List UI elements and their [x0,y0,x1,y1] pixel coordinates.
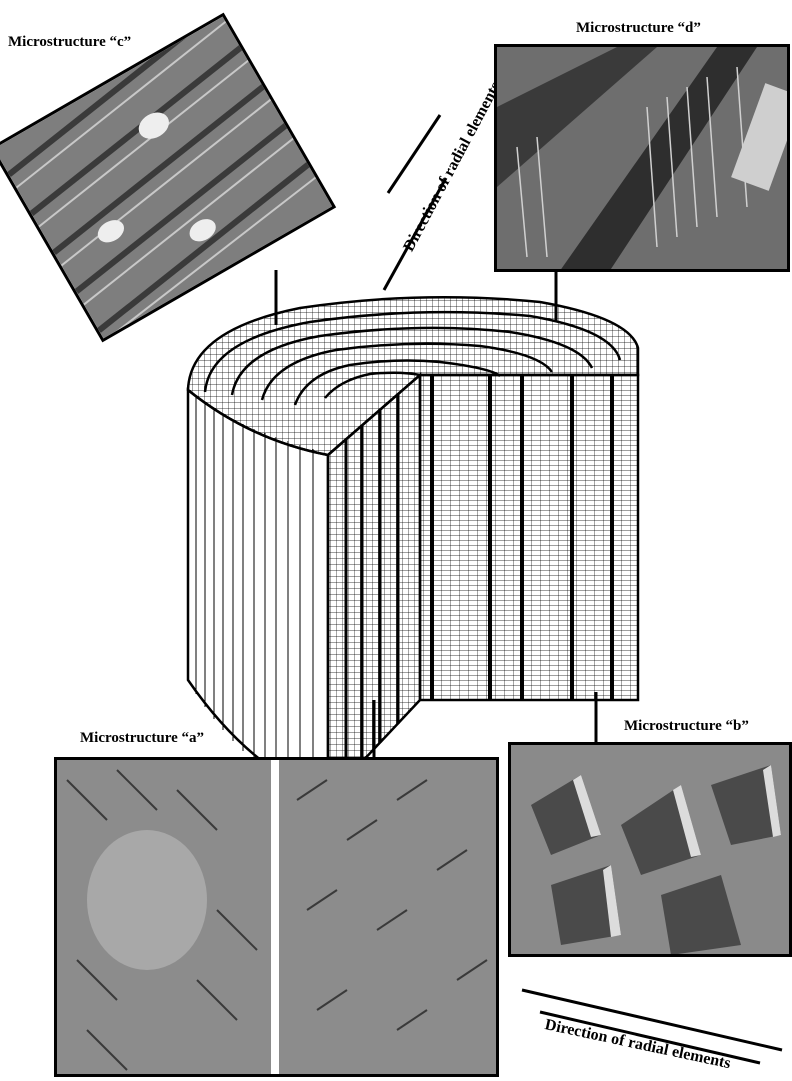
sem-image-microstructure-b [508,742,792,957]
label-microstructure-a: Microstructure “a” [80,730,204,747]
cylinder-cut-face-right [420,375,638,700]
label-microstructure-d: Microstructure “d” [576,20,701,37]
label-microstructure-b: Microstructure “b” [624,718,749,735]
direction-bar-top-1 [388,115,440,193]
label-microstructure-c: Microstructure “c” [8,34,131,51]
sem-image-microstructure-d [494,44,790,272]
sem-image-microstructure-a [54,757,499,1077]
